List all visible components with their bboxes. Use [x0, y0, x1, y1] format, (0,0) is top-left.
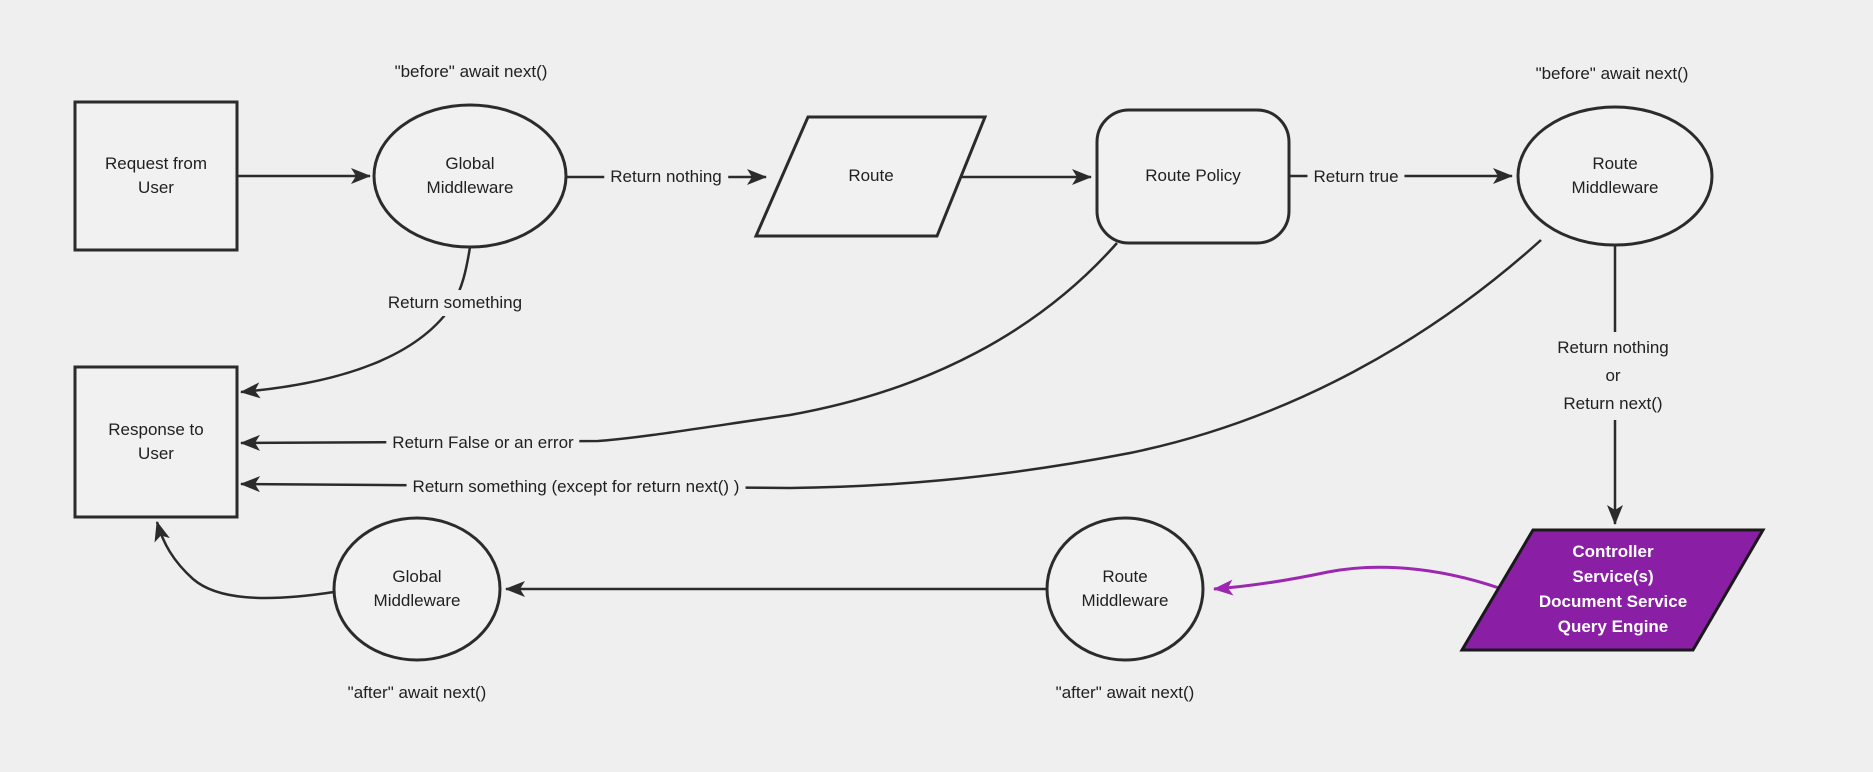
controller-services-label: Controller Service(s) Document Service Q…	[1538, 542, 1688, 636]
before-await-next-annotation-right: "before" await next()	[1535, 64, 1689, 83]
response-to-user-box	[73, 365, 239, 519]
edge-label-return-true: Return true	[1307, 164, 1405, 190]
edge-label-return-something-except: Return something (except for return next…	[406, 474, 746, 500]
global-middleware-top-label: Global Middleware	[426, 154, 514, 197]
route-label: Route	[848, 166, 894, 185]
edge-controller-to-route-middleware-bottom	[1213, 565, 1500, 596]
request-from-user-label: Request from User	[104, 154, 208, 197]
edge-label-return-false-or-error: Return False or an error	[386, 430, 580, 456]
response-to-user-label: Response to User	[108, 420, 204, 463]
route-middleware-top-ellipse	[1516, 105, 1714, 247]
global-middleware-bottom-label: Global Middleware	[373, 567, 461, 610]
after-await-next-annotation-right: "after" await next()	[1055, 683, 1195, 702]
edge-global-middleware-to-response	[240, 246, 472, 399]
route-middleware-bottom-ellipse	[1045, 516, 1205, 662]
route-parallelogram	[753, 115, 988, 238]
controller-services-parallelogram	[1459, 528, 1766, 652]
edge-route-middleware-to-response	[240, 239, 1542, 493]
global-middleware-top-ellipse	[372, 103, 568, 249]
route-middleware-bottom-label: Route Middleware	[1081, 567, 1169, 610]
before-await-next-annotation-left: "before" await next()	[394, 62, 548, 81]
edge-global-middleware-bottom-to-response	[154, 521, 335, 600]
route-policy-box	[1095, 108, 1291, 245]
route-policy-label: Route Policy	[1145, 166, 1241, 185]
after-await-next-annotation-left: "after" await next()	[347, 683, 487, 702]
route-middleware-top-label: Route Middleware	[1571, 154, 1659, 197]
global-middleware-bottom-ellipse	[332, 516, 502, 662]
edge-label-return-something: Return something	[381, 290, 529, 316]
edge-label-return-nothing-or-next: Return nothing or Return next()	[1549, 332, 1677, 420]
edge-route-policy-to-response	[240, 242, 1118, 451]
request-from-user-box	[73, 100, 239, 252]
edge-label-return-nothing: Return nothing	[604, 164, 728, 190]
